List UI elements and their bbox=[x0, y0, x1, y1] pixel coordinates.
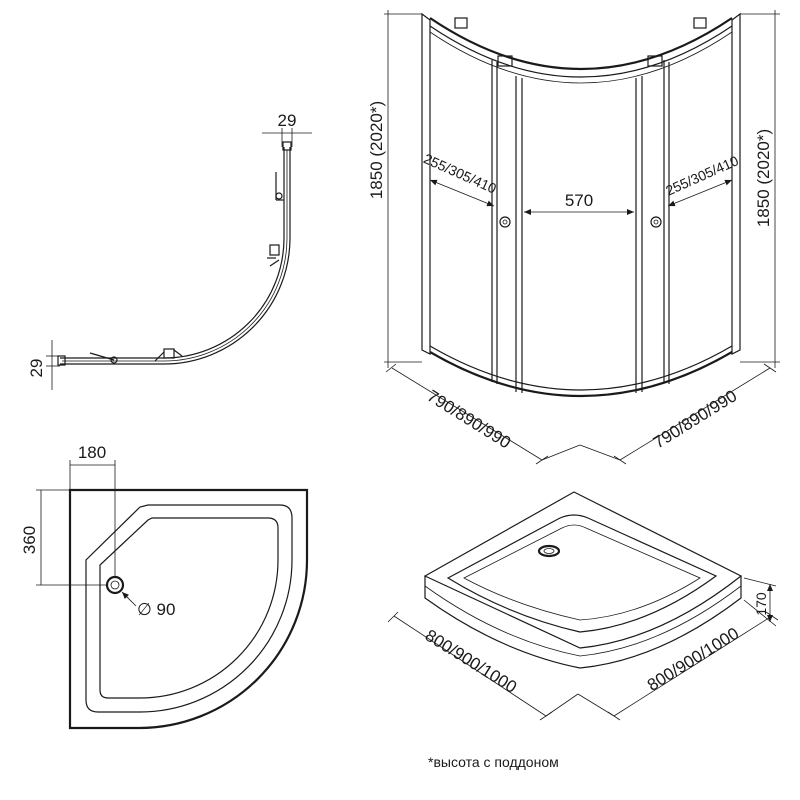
dim-drain-offset-y: 360 bbox=[20, 526, 39, 554]
dim-door-right: 255/305/410 bbox=[663, 152, 741, 198]
tray-3d-basin bbox=[446, 514, 718, 633]
tray-3d-front bbox=[424, 576, 742, 669]
profile-frame-inner bbox=[60, 147, 285, 359]
dim-drain-offset-x: 180 bbox=[78, 443, 106, 462]
dim-cabin-width-right: 790/890/990 bbox=[650, 386, 740, 452]
dim-tray-height: 170 bbox=[753, 592, 769, 616]
dim-door-left: 255/305/410 bbox=[421, 150, 499, 196]
cabin-right-panel bbox=[731, 12, 741, 355]
tray-plan-view: ∅ 90 180 360 bbox=[20, 443, 309, 730]
dim-cabin-height-right: 1850 (2020*) bbox=[754, 129, 773, 227]
handle-left-icon bbox=[499, 216, 511, 228]
tray-basin-inner bbox=[99, 517, 279, 699]
tray-outline bbox=[68, 488, 309, 730]
profile-fittings-horizontal bbox=[89, 348, 183, 364]
cabin-center-left-frame bbox=[515, 76, 523, 393]
cabin-rollers bbox=[454, 17, 707, 67]
profile-frame-outer bbox=[60, 147, 291, 365]
profile-end-cap-top bbox=[282, 141, 292, 151]
dim-drain-diameter: ∅ 90 bbox=[137, 600, 175, 619]
handle-right-icon bbox=[650, 216, 662, 228]
tray-3d-drain-icon bbox=[537, 544, 561, 558]
tray-basin-outer bbox=[85, 504, 293, 713]
profile-end-cap-left bbox=[57, 355, 66, 366]
dim-cabin-height-left: 1850 (2020*) bbox=[367, 101, 386, 199]
profile-frame-mid bbox=[62, 150, 288, 362]
dim-opening-width: 570 bbox=[565, 191, 593, 210]
cabin-view: 1850 (2020*) 1850 (2020*) 255/305/410 25… bbox=[367, 10, 780, 465]
dim-cabin-width-left: 790/890/990 bbox=[424, 386, 514, 452]
footnote: *высота с поддоном bbox=[428, 754, 559, 770]
cabin-left-panel bbox=[421, 12, 431, 355]
tray-3d-top bbox=[423, 491, 743, 649]
dim-profile-left: 29 bbox=[27, 359, 46, 378]
cabin-door-left bbox=[491, 60, 498, 384]
dim-tray-width-right: 800/900/1000 bbox=[644, 624, 742, 695]
cabin-bottom-rail bbox=[429, 351, 733, 397]
cabin-top-rail bbox=[429, 17, 733, 70]
cabin-door-right bbox=[663, 60, 670, 384]
profile-fittings-vertical bbox=[267, 172, 284, 267]
tray-3d-view: 170 800/900/1000 800/900/1000 bbox=[387, 491, 779, 721]
dim-tray-width-left: 800/900/1000 bbox=[422, 626, 520, 697]
dim-profile-top: 29 bbox=[278, 111, 297, 130]
profile-view: 29 29 bbox=[27, 111, 312, 390]
cabin-center-right-frame bbox=[635, 76, 643, 393]
drain-icon bbox=[105, 575, 125, 595]
